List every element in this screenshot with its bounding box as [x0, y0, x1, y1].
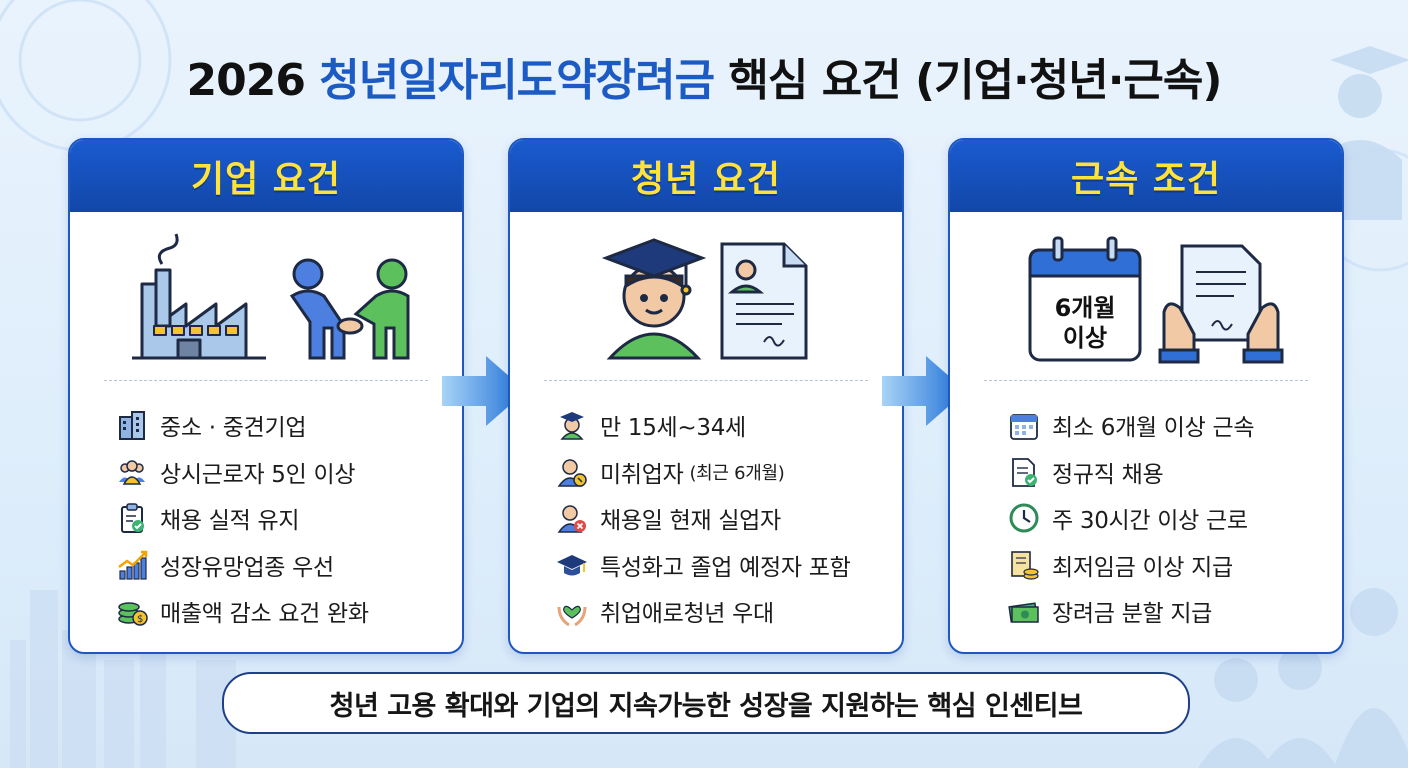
- footer-banner: 청년 고용 확대와 기업의 지속가능한 성장을 지원하는 핵심 인센티브: [222, 672, 1190, 734]
- factory-handshake-illustration: [132, 233, 410, 360]
- footer-text: 청년 고용 확대와 기업의 지속가능한 성장을 지원하는 핵심 인센티브: [329, 690, 1083, 722]
- item-text: 채용 실적 유지: [160, 508, 300, 535]
- item-note: (최근 6개월): [689, 462, 785, 484]
- list-item: 채용일 현재 실업자: [556, 495, 851, 542]
- list-item: 상시근로자 5인 이상: [116, 449, 369, 496]
- item-text: 상시근로자 5인 이상: [160, 461, 356, 488]
- company-requirements-card: 기업 요건: [68, 138, 464, 654]
- document-check-icon: [1012, 457, 1037, 487]
- item-text: 정규직 채용: [1052, 461, 1164, 488]
- clock-icon: [1009, 503, 1039, 533]
- title-rest: 핵심 요건 (기업·청년·근속): [728, 55, 1222, 106]
- youth-requirements-list: 만 15세~34세 미취업자 (최근 6개월) 채용일 현재 실업자: [556, 402, 851, 635]
- list-item: 주 30시간 이상 근로: [1008, 495, 1254, 542]
- card-heading: 청년 요건: [510, 140, 902, 212]
- item-text: 채용일 현재 실업자: [600, 508, 781, 535]
- arrow-right-icon: [882, 356, 966, 426]
- contract-hands-icon: [1158, 244, 1284, 364]
- list-item: 미취업자 (최근 6개월): [556, 449, 851, 496]
- list-item: 중소 · 중견기업: [116, 402, 369, 449]
- item-text: 주 30시간 이상 근로: [1052, 508, 1248, 535]
- divider: [984, 380, 1308, 381]
- item-text: 특성화고 졸업 예정자 포함: [600, 554, 851, 581]
- building-icon: [119, 411, 145, 441]
- calendar-icon: [1010, 414, 1038, 441]
- list-item: 성장유망업종 우선: [116, 542, 369, 589]
- item-text: 최저임금 이상 지급: [1052, 554, 1233, 581]
- divider: [544, 380, 868, 381]
- graduate-icon: [560, 412, 584, 440]
- list-item: 만 15세~34세: [556, 402, 851, 449]
- list-item: 채용 실적 유지: [116, 495, 369, 542]
- item-text: 만 15세~34세: [600, 415, 746, 442]
- calendar-line2: 이상: [1063, 324, 1107, 352]
- clipboard-check-icon: [121, 503, 144, 534]
- svg-text:$: $: [137, 614, 143, 625]
- graduation-cap-icon: [557, 554, 587, 576]
- item-text: 미취업자: [600, 461, 684, 488]
- growth-chart-icon: [118, 550, 148, 580]
- handshake-people-icon: [289, 258, 410, 360]
- heart-hands-icon: [557, 606, 587, 627]
- money-bills-icon: [1008, 602, 1039, 623]
- title-highlight: 청년일자리도약장려금: [319, 55, 715, 106]
- scroll-coins-icon: [1011, 550, 1039, 580]
- list-item: $ 매출액 감소 요건 완화: [116, 588, 369, 635]
- calendar-icon: [1028, 236, 1142, 362]
- item-text: 장려금 분할 지급: [1052, 601, 1213, 628]
- list-item: 정규직 채용: [1008, 449, 1254, 496]
- item-text: 취업애로청년 우대: [600, 601, 774, 628]
- card-heading: 기업 요건: [70, 140, 462, 212]
- calendar-line1: 6개월: [1055, 294, 1116, 322]
- item-text: 매출액 감소 요건 완화: [160, 601, 369, 628]
- item-text: 성장유망업종 우선: [160, 554, 334, 581]
- job-seeker-icon: [557, 459, 587, 487]
- list-item: 장려금 분할 지급: [1008, 588, 1254, 635]
- tenure-conditions-card: 근속 조건 6개월 이상 최소 6개월 이상 근속: [948, 138, 1344, 654]
- page-title: 2026 청년일자리도약장려금 핵심 요건 (기업·청년·근속): [0, 44, 1408, 108]
- item-text: 중소 · 중견기업: [160, 415, 307, 442]
- divider: [104, 380, 428, 381]
- card-heading: 근속 조건: [950, 140, 1342, 212]
- unemployed-person-icon: [557, 505, 586, 533]
- list-item: 최소 6개월 이상 근속: [1008, 402, 1255, 449]
- resume-document-icon: [720, 242, 808, 360]
- graduate-student-icon: [601, 238, 707, 360]
- list-item: 특성화고 졸업 예정자 포함: [556, 542, 851, 589]
- list-item: 최저임금 이상 지급: [1008, 542, 1254, 589]
- title-year: 2026: [186, 55, 305, 106]
- tenure-conditions-list: 최소 6개월 이상 근속 정규직 채용 주 30시간 이상 근로 최저임금: [1008, 402, 1255, 635]
- factory-icon: [132, 233, 266, 360]
- coin-stack-icon: $: [118, 602, 148, 626]
- item-text: 최소 6개월 이상 근속: [1052, 415, 1255, 442]
- company-requirements-list: 중소 · 중견기업 상시근로자 5인 이상 채용 실적 유지: [116, 402, 369, 635]
- youth-requirements-card: 청년 요건 만 15세~34세: [508, 138, 904, 654]
- people-group-icon: [119, 460, 145, 485]
- arrow-right-icon: [442, 356, 526, 426]
- calendar-contract-illustration: 6개월 이상: [1028, 236, 1284, 364]
- graduate-resume-illustration: [601, 238, 808, 360]
- list-item: 취업애로청년 우대: [556, 588, 851, 635]
